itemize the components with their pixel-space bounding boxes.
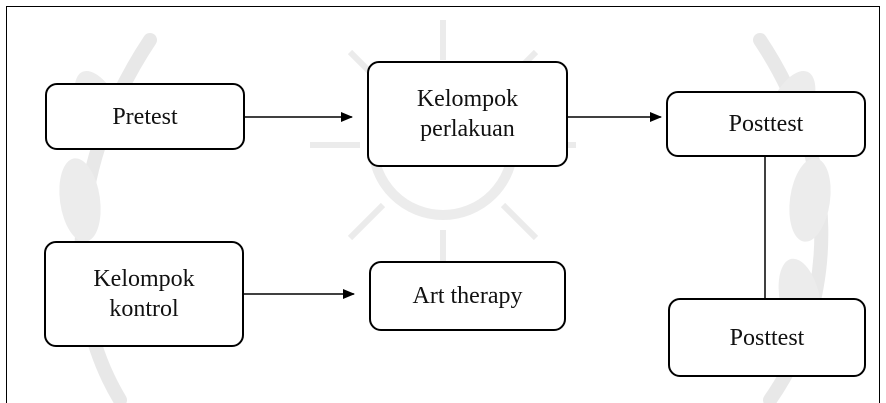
node-pretest: Pretest xyxy=(45,83,245,150)
node-kelompok-kontrol-label: Kelompok kontrol xyxy=(93,266,195,322)
node-posttest-top: Posttest xyxy=(666,91,866,157)
node-posttest-top-label: Posttest xyxy=(728,111,804,137)
node-kelompok-perlakuan-label: Kelompok perlakuan xyxy=(416,86,519,142)
node-posttest-bottom: Posttest xyxy=(668,298,866,377)
node-art-therapy-label: Art therapy xyxy=(412,283,523,309)
node-art-therapy: Art therapy xyxy=(369,261,566,331)
node-pretest-label: Pretest xyxy=(112,103,178,130)
node-kelompok-perlakuan: Kelompok perlakuan xyxy=(367,61,568,167)
diagram-frame xyxy=(6,6,880,403)
node-posttest-bottom-label: Posttest xyxy=(729,324,805,351)
node-kelompok-kontrol: Kelompok kontrol xyxy=(44,241,244,347)
